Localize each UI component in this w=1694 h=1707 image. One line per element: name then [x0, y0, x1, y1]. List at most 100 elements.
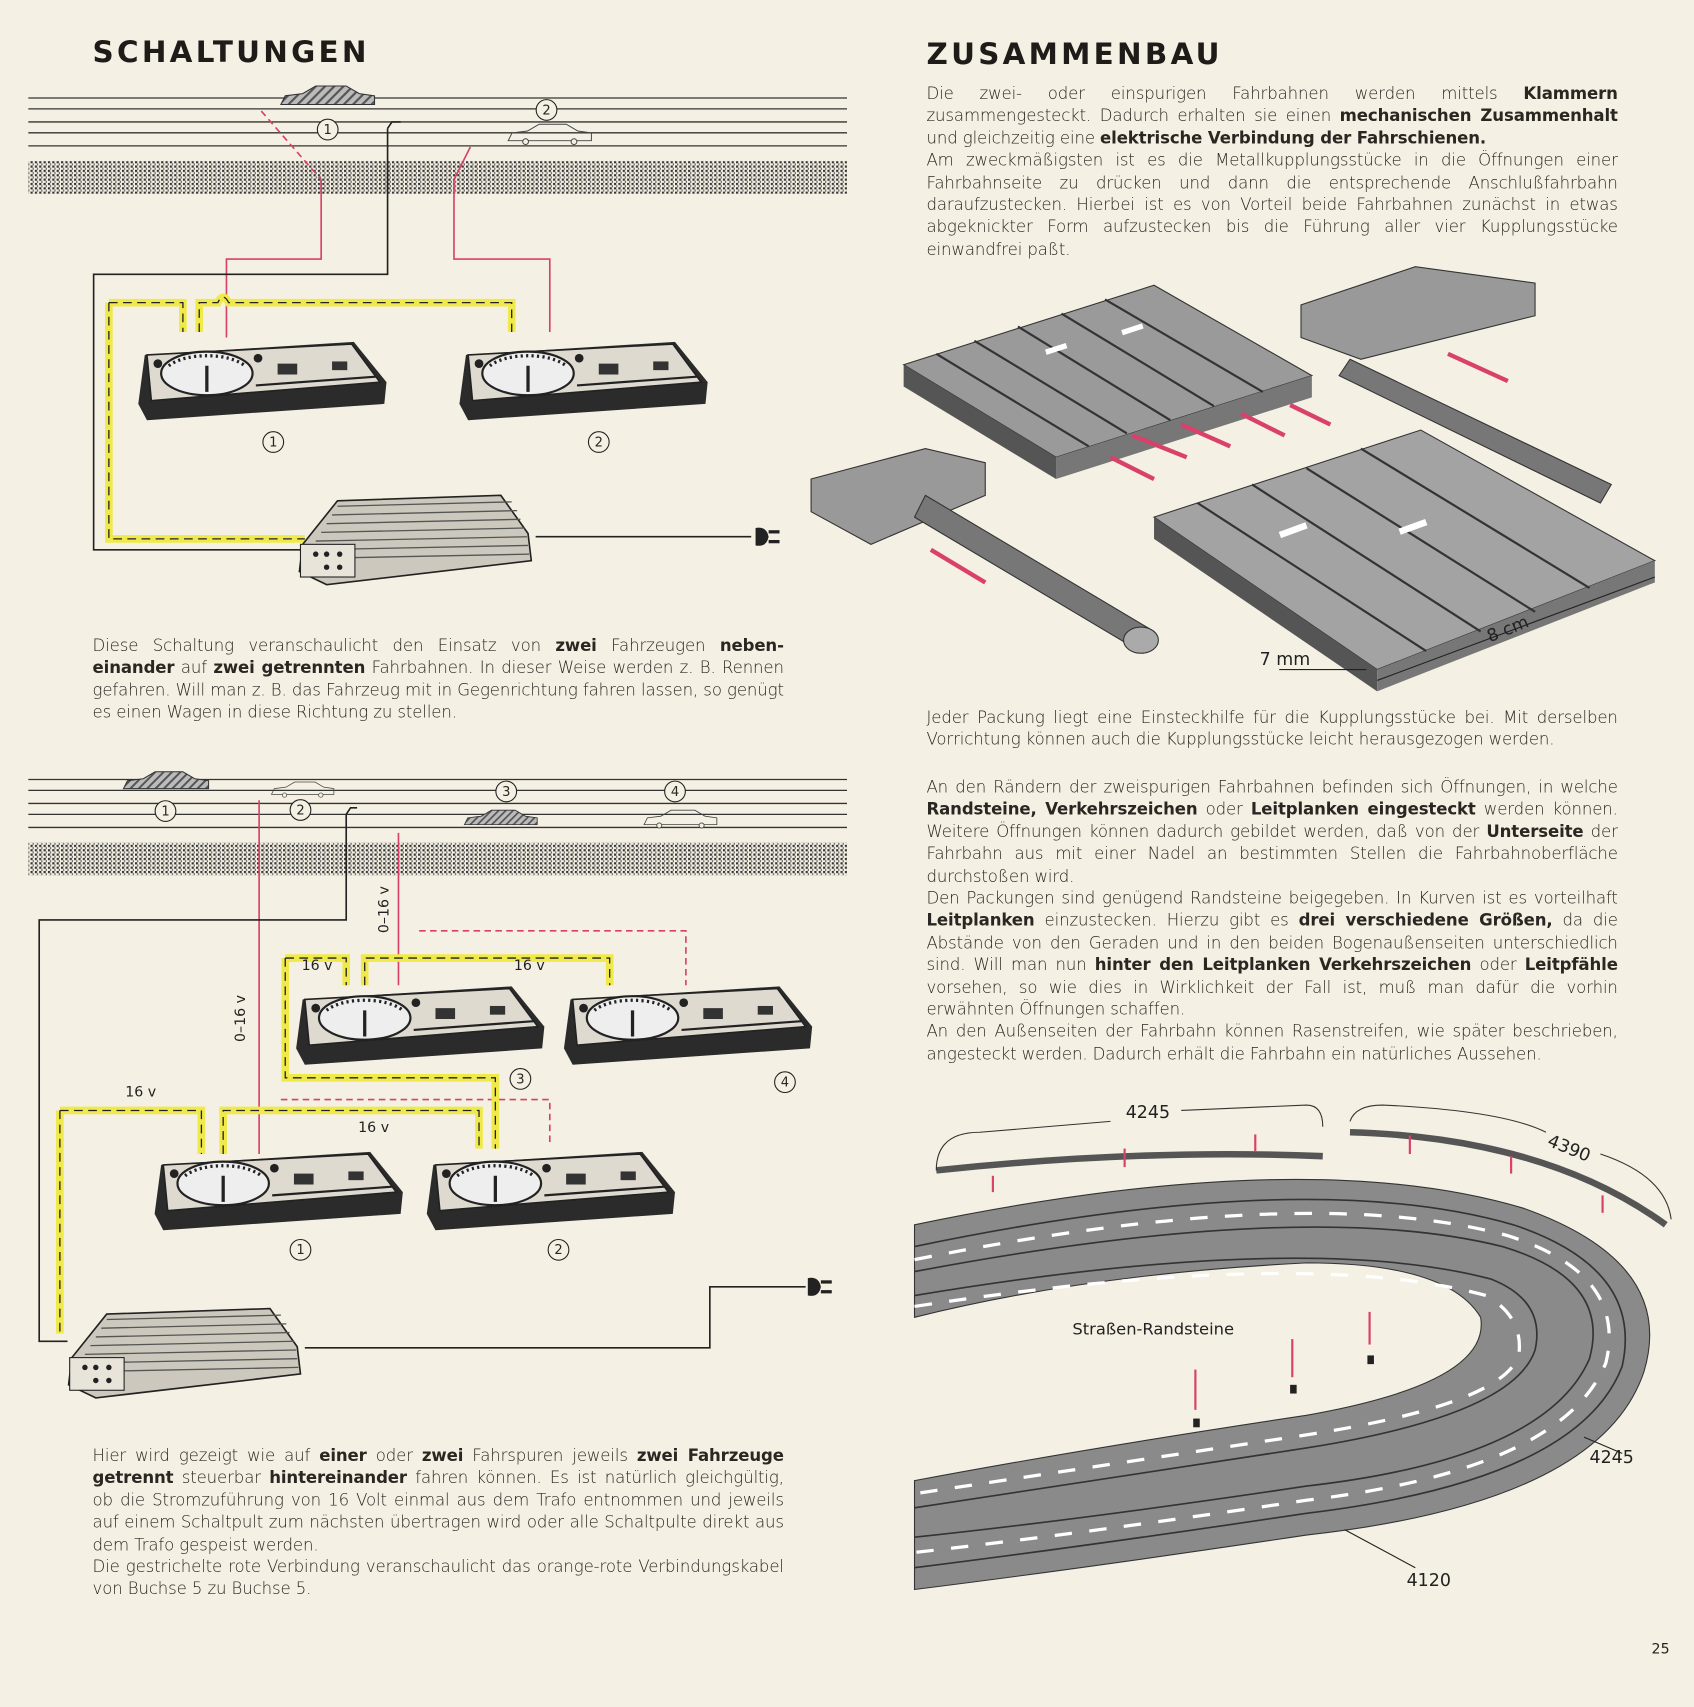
- text: und gleichzeitig eine: [926, 128, 1101, 148]
- text-block: Die gestrichelte rote Verbindung veransc…: [93, 1556, 784, 1600]
- text: Fahrbahnen. In dieser Weise werden z. B.…: [92, 658, 784, 723]
- text-block: Den Packungen sind genügend Randsteine b…: [926, 887, 1617, 1020]
- circle-label: 2: [587, 431, 610, 453]
- bold-text: hinter den Leitplanken Verkehrszeichen: [1094, 955, 1472, 975]
- text: Hier wird gezeigt wie auf: [92, 1445, 320, 1466]
- text: Jeder Packung liegt eine Einsteckhilfe f…: [926, 707, 1618, 750]
- text-block: Hier wird gezeigt wie auf einer oder zwe…: [93, 1445, 784, 1556]
- curb-label: Straßen-Randsteine: [1072, 1319, 1235, 1340]
- bold-text: mechanischen Zusammenhalt: [1339, 106, 1618, 126]
- bold-text: Leitplanken eingesteckt: [1250, 799, 1476, 820]
- plug-icon: [807, 1277, 832, 1296]
- text: vorsehen, so wie dies in Wirklichkeit de…: [926, 977, 1618, 1020]
- bold-text: drei verschiedene Größen,: [1298, 910, 1553, 931]
- bold-text: zwei: [421, 1445, 464, 1466]
- text: werden können. Weitere Öffnungen können …: [926, 799, 1618, 842]
- text: Die gestrichelte rote Verbindung veransc…: [92, 1556, 784, 1599]
- bold-text: zwei getrennten: [213, 658, 366, 678]
- voltage-label: 16 v: [125, 1084, 157, 1101]
- text: Diese Schaltung veranschaulicht den Eins…: [92, 635, 556, 656]
- voltage-label: 16 v: [358, 1120, 390, 1137]
- part-number-label: 4120: [1406, 1569, 1451, 1591]
- bold-text: neben-einander: [92, 635, 784, 678]
- text: oder: [366, 1445, 422, 1466]
- car-icon: [280, 85, 376, 106]
- text: der Fahrbahn aus mit einer Nadel an best…: [926, 821, 1618, 886]
- car-icon: [507, 123, 592, 146]
- text: oder: [1471, 955, 1525, 975]
- heading-zusammenbau: ZUSAMMENBAU: [926, 38, 1223, 72]
- paragraph-schaltung-1: Diese Schaltung veranschaulicht den Eins…: [93, 635, 784, 724]
- bold-text: Randsteine, Verkehrszeichen: [926, 799, 1198, 820]
- text-block: Diese Schaltung veranschaulicht den Eins…: [93, 635, 784, 724]
- circle-label: 1: [289, 1238, 312, 1261]
- bold-text: Unterseite: [1486, 821, 1584, 842]
- bold-text: Klammern: [1523, 83, 1618, 104]
- text-block: An den Außenseiten der Fahrbahn können R…: [926, 1021, 1617, 1065]
- paragraph-schaltung-2: Hier wird gezeigt wie auf einer oder zwe…: [93, 1445, 784, 1601]
- part-number-label: 4245: [1589, 1446, 1634, 1468]
- transformer: [67, 1307, 302, 1399]
- controller-3: [294, 984, 546, 1067]
- paragraph-zusammenbau-2: Jeder Packung liegt eine Einsteckhilfe f…: [926, 707, 1617, 751]
- circle-label: 2: [547, 1238, 570, 1261]
- paragraph-zusammenbau-3: An den Rändern der zweispurigen Fahrbahn…: [926, 776, 1617, 1065]
- text: Die zwei- oder einspurigen Fahrbahnen we…: [926, 83, 1524, 104]
- text: auf: [174, 658, 214, 678]
- text-block: Am zweckmäßigsten ist es die Metallkuppl…: [926, 149, 1617, 260]
- voltage-label: 0–16 v: [233, 994, 250, 1042]
- heading-schaltungen: SCHALTUNGEN: [92, 35, 370, 70]
- controller-4: [562, 984, 814, 1067]
- circle-label: 1: [154, 800, 177, 822]
- circle-label: 2: [289, 799, 312, 821]
- text: da die Abstände von den Geraden und in d…: [926, 910, 1618, 975]
- circle-label: 4: [664, 780, 686, 803]
- curved-track-illustration: [913, 1104, 1672, 1591]
- bold-text: hintereinander: [269, 1468, 407, 1488]
- text-block: Die zwei- oder einspurigen Fahrbahnen we…: [926, 83, 1617, 150]
- text: Fahrzeugen: [596, 635, 720, 656]
- bold-text: elektrische Verbindung der Fahrschienen.: [1100, 128, 1487, 148]
- text: einzustecken. Hierzu gibt es: [1034, 910, 1299, 931]
- controller-1: [136, 340, 389, 422]
- text: oder: [1197, 799, 1251, 820]
- circuit-diagram-2: [28, 771, 848, 1399]
- text: fahren können. Es ist natürlich gleichgü…: [92, 1468, 784, 1555]
- circle-label: 3: [495, 780, 518, 803]
- voltage-label: 16 v: [513, 958, 545, 975]
- circle-label: 1: [262, 431, 285, 453]
- bold-text: zwei Fahrzeuge getrennt: [92, 1445, 784, 1488]
- car-icon: [463, 809, 538, 826]
- plug-icon: [755, 527, 780, 546]
- bold-text: Leitplanken: [926, 910, 1035, 931]
- bold-text: zwei: [555, 635, 597, 656]
- circle-label: 4: [774, 1071, 796, 1094]
- text-block: An den Rändern der zweispurigen Fahrbahn…: [926, 776, 1617, 887]
- controller-2: [457, 340, 710, 422]
- car-icon: [271, 781, 335, 798]
- text: steuerbar: [173, 1468, 270, 1488]
- car-icon: [643, 809, 718, 829]
- car-icon: [122, 771, 210, 790]
- text: Am zweckmäßigsten ist es die Metallkuppl…: [926, 150, 1618, 259]
- bold-text: einer: [319, 1445, 367, 1466]
- circle-label: 3: [509, 1068, 532, 1090]
- text: An den Außenseiten der Fahrbahn können R…: [926, 1021, 1618, 1064]
- text-block: Jeder Packung liegt eine Einsteckhilfe f…: [926, 707, 1617, 751]
- voltage-label: 0–16 v: [376, 886, 394, 934]
- controller-2: [425, 1150, 677, 1232]
- paragraph-zusammenbau-1: Die zwei- oder einspurigen Fahrbahnen we…: [926, 83, 1617, 261]
- part-number-label: 4245: [1121, 1101, 1175, 1123]
- track-assembly-illustration: [810, 266, 1657, 692]
- circle-label: 2: [535, 99, 558, 121]
- text: An den Rändern der zweispurigen Fahrbahn…: [926, 777, 1618, 797]
- controller-1: [152, 1150, 405, 1232]
- transformer: [298, 494, 533, 586]
- bold-text: Leitpfähle: [1524, 955, 1618, 975]
- text: Den Packungen sind genügend Randsteine b…: [926, 888, 1618, 909]
- voltage-label: 16 v: [301, 958, 333, 975]
- page-number: 25: [1651, 1641, 1670, 1659]
- dimension-height-label: 7 mm: [1259, 648, 1311, 670]
